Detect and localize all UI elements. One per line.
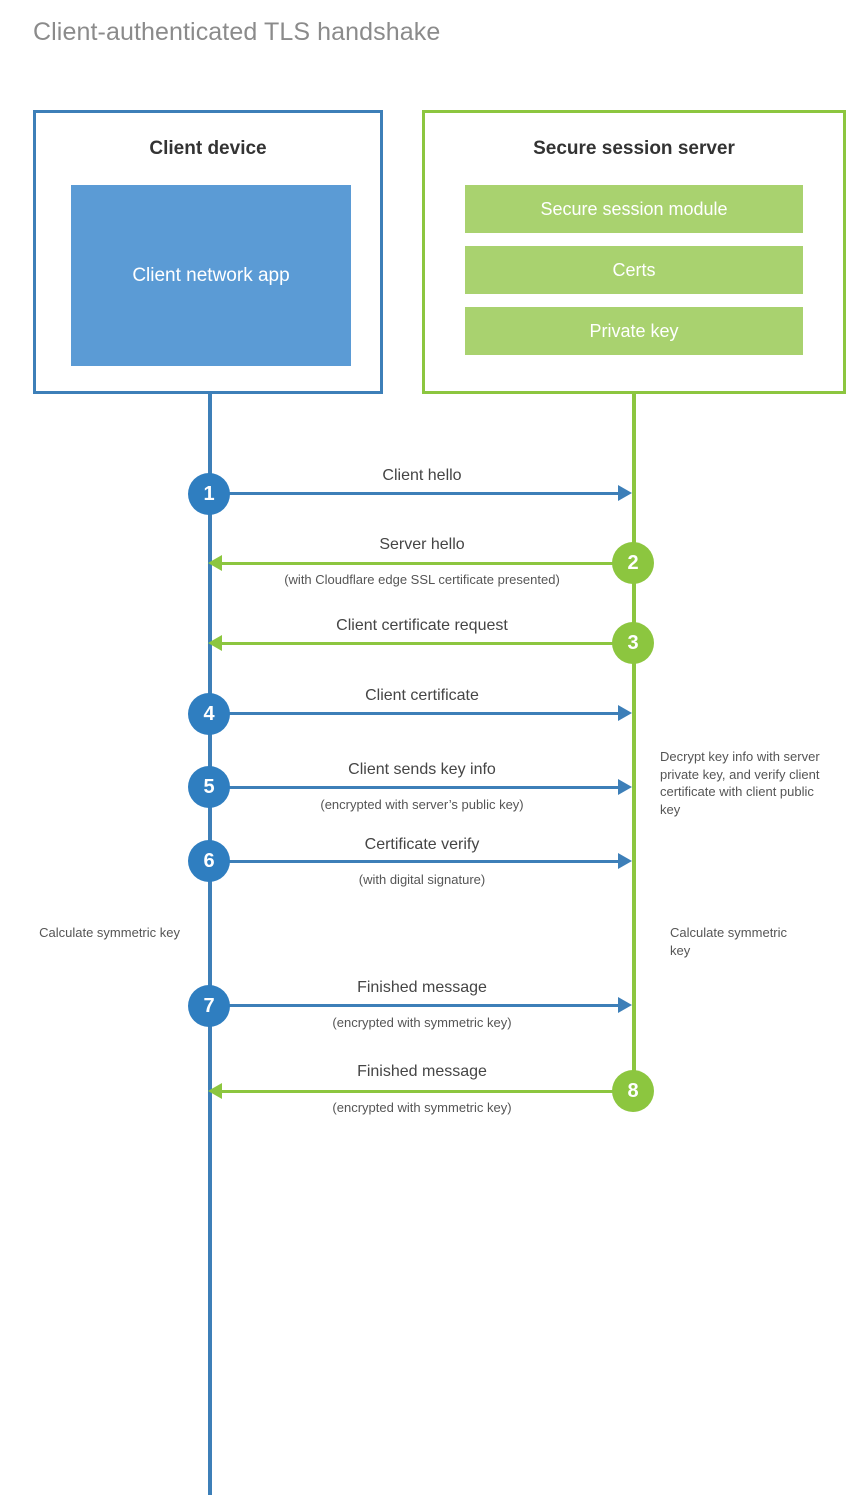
client-device-title: Client device (149, 138, 267, 159)
step-8-label: Finished message (357, 1063, 487, 1080)
secure-session-server-box: Secure session server Secure session mod… (422, 110, 846, 394)
step-5-sublabel: (encrypted with server’s public key) (320, 797, 524, 812)
step-3-arrow-line (222, 642, 634, 645)
step-2-label: Server hello (379, 536, 465, 553)
step-4-label: Client certificate (365, 687, 479, 704)
step-8-circle[interactable]: 8 (612, 1070, 654, 1112)
server-lifeline (632, 393, 636, 1093)
step-5-circle[interactable]: 5 (188, 766, 230, 808)
step-1-label: Client hello (382, 467, 462, 484)
client-calculate-symmetric-key-note: Calculate symmetric key (39, 925, 180, 940)
step-5-arrow-line (210, 786, 620, 789)
diagram-canvas: Client-authenticated TLS handshake Clien… (33, 18, 846, 1495)
server-decrypt-note: Decrypt key info with server private key… (660, 749, 820, 817)
step-7-arrow-head (618, 997, 632, 1013)
secure-session-server-title: Secure session server (533, 138, 735, 159)
step-6-label: Certificate verify (364, 836, 480, 853)
page-title: Client-authenticated TLS handshake (33, 18, 441, 46)
step-7-sublabel: (encrypted with symmetric key) (332, 1015, 512, 1030)
server-module-secure-session-module: Secure session module (465, 185, 803, 233)
server-modules-list: Secure session module Certs Private key (465, 185, 803, 355)
step-6-sublabel: (with digital signature) (358, 872, 486, 887)
step-7-arrow-line (210, 1004, 620, 1007)
step-2-circle[interactable]: 2 (612, 542, 654, 584)
step-3-circle[interactable]: 3 (612, 622, 654, 664)
step-8-sublabel: (encrypted with symmetric key) (332, 1100, 512, 1115)
step-2-arrow-line (222, 562, 634, 565)
step-5-label: Client sends key info (348, 761, 496, 778)
step-4-arrow-line (210, 712, 620, 715)
step-6-arrow-line (210, 860, 620, 863)
step-6-circle[interactable]: 6 (188, 840, 230, 882)
step-6-arrow-head (618, 853, 632, 869)
step-4-circle[interactable]: 4 (188, 693, 230, 735)
step-8-arrow-line (222, 1090, 634, 1093)
step-8-arrow-head (208, 1083, 222, 1099)
step-4-arrow-head (618, 705, 632, 721)
step-1-circle[interactable]: 1 (188, 473, 230, 515)
step-2-sublabel: (with Cloudflare edge SSL certificate pr… (284, 572, 560, 587)
step-1-arrow-line (210, 492, 620, 495)
client-device-box: Client device Client network app (33, 110, 383, 394)
server-module-private-key: Private key (465, 307, 803, 355)
step-1-arrow-head (618, 485, 632, 501)
step-3-label: Client certificate request (336, 617, 508, 634)
server-module-certs: Certs (465, 246, 803, 294)
step-5-arrow-head (618, 779, 632, 795)
step-7-label: Finished message (357, 979, 487, 996)
step-2-arrow-head (208, 555, 222, 571)
client-lifeline (208, 393, 212, 1495)
step-3-arrow-head (208, 635, 222, 651)
server-calculate-symmetric-key-note: Calculate symmetric key (670, 925, 788, 958)
step-7-circle[interactable]: 7 (188, 985, 230, 1027)
client-network-app-block: Client network app (71, 185, 351, 366)
